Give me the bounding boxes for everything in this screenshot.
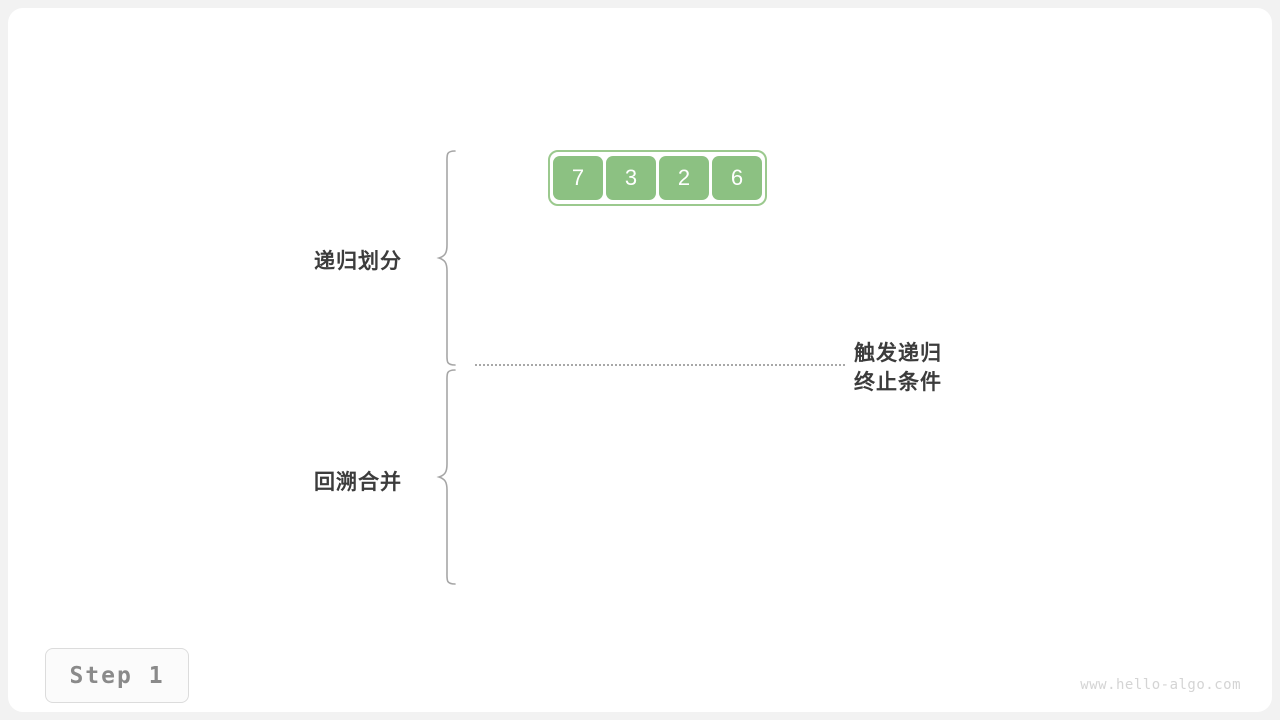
array-container: 7 3 2 6 <box>548 150 767 206</box>
recursion-boundary-divider <box>475 364 845 366</box>
array-cell: 6 <box>712 156 762 200</box>
array-cell: 3 <box>606 156 656 200</box>
merge-phase-brace-icon <box>436 369 456 585</box>
divide-phase-brace-icon <box>436 150 456 366</box>
array-cell: 2 <box>659 156 709 200</box>
termination-condition-annotation: 触发递归 终止条件 <box>854 339 942 397</box>
slide-card: 7 3 2 6 递归划分 回溯合并 触发递归 终止条件 Step 1 www.h… <box>9 9 1271 711</box>
phase-label-divide: 递归划分 <box>314 250 402 273</box>
annotation-line-1: 触发递归 <box>854 342 942 365</box>
annotation-line-2: 终止条件 <box>854 371 942 394</box>
phase-label-merge: 回溯合并 <box>314 471 402 494</box>
site-watermark: www.hello-algo.com <box>1080 677 1241 693</box>
step-badge: Step 1 <box>45 648 189 703</box>
array-cell: 7 <box>553 156 603 200</box>
